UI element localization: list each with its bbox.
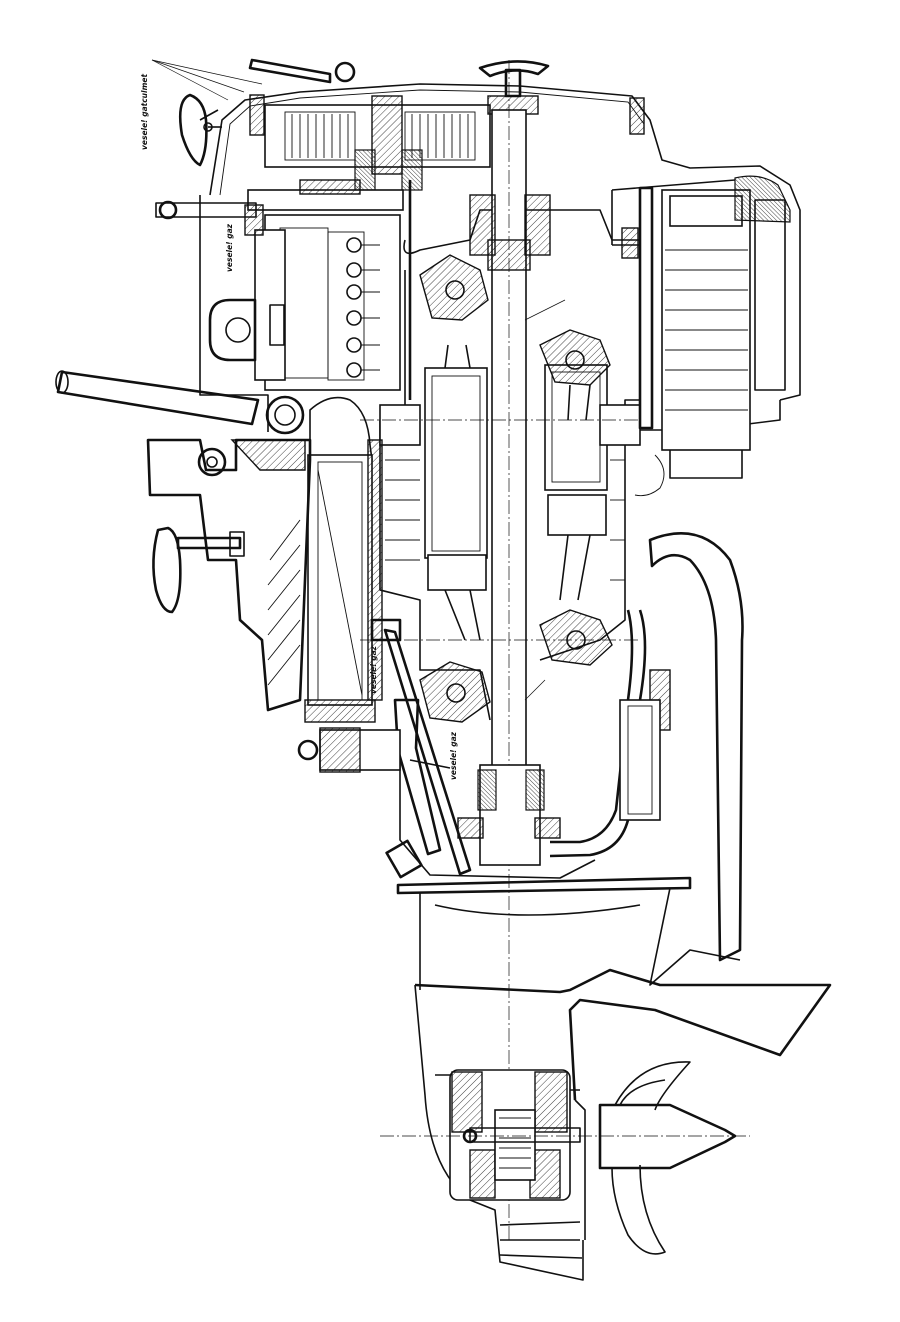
- gearcase: [414, 968, 832, 1281]
- throttle-linkage: [297, 618, 402, 773]
- top-right-cap: [734, 175, 791, 223]
- choke-lever: [151, 58, 356, 101]
- clamp-screw-handle: [152, 526, 245, 614]
- engine-top-cover: [209, 83, 801, 401]
- mount-plate: [396, 876, 741, 990]
- propeller: [380, 1061, 750, 1255]
- carburetor-block: [155, 200, 380, 381]
- powerhead-housing: [199, 179, 640, 432]
- note-top: vesele! gatculmet: [140, 74, 149, 150]
- note-carb: vesele! gaz: [225, 223, 234, 272]
- crank-pin-upper-right: [539, 329, 611, 386]
- exhaust-pipe: [549, 532, 744, 962]
- ignition-coil: [634, 189, 786, 497]
- transom-clamp: [146, 438, 312, 712]
- crank-pin-lower-right: [539, 609, 613, 666]
- crankshaft: [469, 60, 551, 1240]
- crank-pin-upper-left: [419, 254, 489, 321]
- note-lower: vesele! gaz: [449, 731, 458, 780]
- lower-drive-housing: [399, 759, 596, 879]
- tiller-arm: [55, 370, 305, 435]
- construction-lines: [360, 299, 640, 701]
- cylinder-block: [379, 244, 641, 721]
- crank-pin-lower-left: [419, 661, 491, 723]
- note-mid: vesele! gaz: [369, 645, 378, 694]
- flywheel: [264, 95, 491, 191]
- right-housing: [611, 179, 781, 431]
- fuel-cap-knob: [178, 93, 222, 167]
